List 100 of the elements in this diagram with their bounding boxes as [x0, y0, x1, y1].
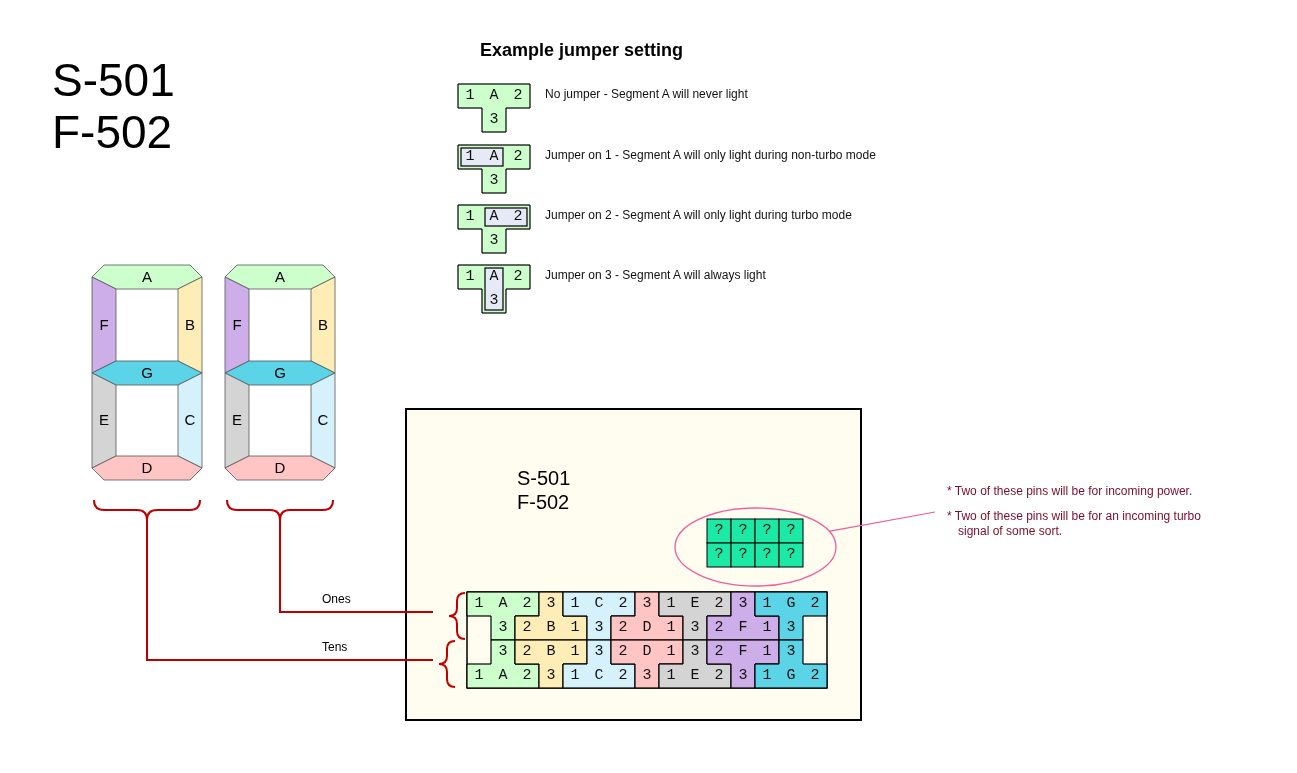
- model-label: S-501 F-502: [52, 54, 176, 158]
- pin-label: 2: [617, 666, 629, 686]
- pin-label: 2: [617, 594, 629, 614]
- pin-label: ?: [761, 545, 773, 565]
- pin-label: 3: [785, 618, 797, 638]
- pin-label: 3: [689, 642, 701, 662]
- jumper-example: [458, 205, 530, 253]
- pin-label: G: [785, 594, 797, 614]
- pin-label: 1: [665, 642, 677, 662]
- display-segment: [92, 361, 202, 385]
- display-segment: [225, 361, 335, 385]
- segment-letter: D: [273, 459, 287, 477]
- pin-label: 3: [737, 666, 749, 686]
- pin-label: 1: [473, 666, 485, 686]
- pin-label: 2: [512, 207, 524, 227]
- note-text: * Two of these pins will be for an incoming turbo signal of some sort.: [946, 509, 1202, 539]
- pin-label: ?: [785, 521, 797, 541]
- display-segment: [92, 456, 202, 480]
- pin-label: C: [593, 666, 605, 686]
- pin-label: 2: [713, 594, 725, 614]
- board-label: S-501 F-502: [517, 466, 572, 514]
- pin-label: 3: [737, 594, 749, 614]
- display-segment: [225, 265, 335, 289]
- jumper-example: [458, 84, 530, 132]
- pin-label: 2: [713, 666, 725, 686]
- pin-label: ?: [737, 521, 749, 541]
- pin-label: 1: [569, 594, 581, 614]
- pin-label: 1: [473, 594, 485, 614]
- pin-label: E: [689, 594, 701, 614]
- pin-label: 3: [689, 618, 701, 638]
- pin-label: 3: [488, 171, 500, 191]
- pin-label: 3: [641, 594, 653, 614]
- pin-label: 2: [809, 666, 821, 686]
- pin-label: 2: [521, 594, 533, 614]
- pin-label: 2: [512, 267, 524, 287]
- pin-label: ?: [785, 545, 797, 565]
- pin-label: 3: [545, 594, 557, 614]
- connector-line: [146, 519, 434, 661]
- connector-line: [279, 519, 434, 613]
- pin-label: 2: [512, 147, 524, 167]
- pin-label: 1: [464, 267, 476, 287]
- pin-label: 3: [497, 642, 509, 662]
- pin-label: 1: [464, 86, 476, 106]
- pin-label: 1: [569, 666, 581, 686]
- segment-letter: A: [274, 268, 286, 286]
- pin-label: 2: [521, 618, 533, 638]
- pin-label: A: [488, 147, 500, 167]
- jumper-block: [755, 592, 827, 640]
- pin-label: 1: [761, 594, 773, 614]
- pin-label: 1: [464, 207, 476, 227]
- pin-label: A: [497, 666, 509, 686]
- edge-label: Tens: [321, 640, 349, 654]
- seven-segment-digit: [225, 265, 335, 520]
- pin-label: 2: [521, 666, 533, 686]
- segment-letter: D: [140, 459, 154, 477]
- pin-label: 3: [593, 618, 605, 638]
- pin-header: [707, 519, 803, 567]
- pin-label: A: [488, 207, 500, 227]
- segment-letter: G: [273, 364, 287, 382]
- pin-label: B: [545, 642, 557, 662]
- pin-label: 2: [617, 618, 629, 638]
- leader-line: [828, 511, 936, 532]
- segment-letter: A: [141, 268, 153, 286]
- segment-letter: G: [140, 364, 154, 382]
- pin-label: 3: [545, 666, 557, 686]
- pin-label: 1: [665, 666, 677, 686]
- pin-label: B: [545, 618, 557, 638]
- pin-label: 2: [512, 86, 524, 106]
- pin-label: 1: [569, 618, 581, 638]
- circuit-board: [405, 408, 862, 721]
- pin-label: 2: [521, 642, 533, 662]
- note-text: * Two of these pins will be for incoming power.: [946, 484, 1194, 499]
- pin-label: 2: [809, 594, 821, 614]
- jumper-description: Jumper on 1 - Segment A will only light during non-turbo mode: [545, 148, 876, 162]
- pin-label: A: [488, 267, 500, 287]
- ellipse-outline: [674, 507, 837, 587]
- pin-label: 1: [665, 594, 677, 614]
- pin-label: 1: [761, 618, 773, 638]
- pin-label: 1: [569, 642, 581, 662]
- pin-label: ?: [713, 521, 725, 541]
- pin-label: 2: [713, 618, 725, 638]
- pin-label: D: [641, 618, 653, 638]
- jumper-example: [458, 265, 530, 313]
- display-segment: [225, 456, 335, 480]
- pin-label: 2: [617, 642, 629, 662]
- pin-label: 3: [497, 618, 509, 638]
- pin-label: 3: [785, 642, 797, 662]
- jumper-description: Jumper on 2 - Segment A will only light during turbo mode: [545, 208, 852, 222]
- pin-label: D: [641, 642, 653, 662]
- seven-segment-digit: [92, 265, 202, 520]
- pin-label: 3: [641, 666, 653, 686]
- jumper-block: [755, 640, 827, 688]
- pin-label: C: [593, 594, 605, 614]
- pin-label: A: [497, 594, 509, 614]
- display-segment: [92, 265, 202, 289]
- pin-label: E: [689, 666, 701, 686]
- pin-label: 3: [488, 291, 500, 311]
- pin-label: 3: [488, 110, 500, 130]
- pin-label: 1: [761, 642, 773, 662]
- pin-label: 3: [593, 642, 605, 662]
